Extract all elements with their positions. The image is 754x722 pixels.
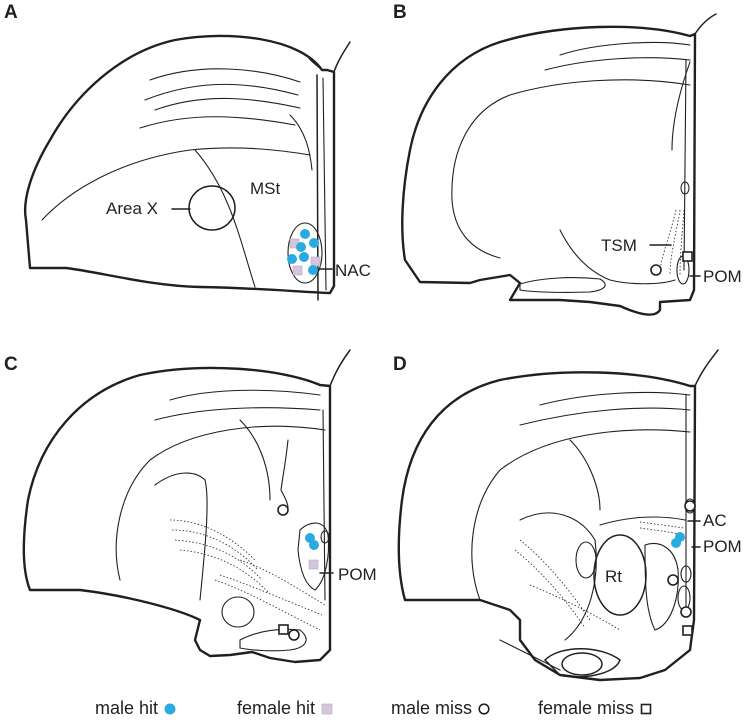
panel-letter-a: A bbox=[4, 2, 18, 23]
label-nac: NAC bbox=[335, 261, 371, 280]
male-hit-marker bbox=[296, 242, 306, 252]
male-miss-marker bbox=[667, 574, 679, 586]
legend-label-male-hit: male hit bbox=[95, 698, 159, 718]
female-hit-marker bbox=[310, 256, 321, 267]
panel-d: D AC POM Rt bbox=[393, 349, 742, 682]
area-x-region bbox=[188, 185, 236, 231]
male-hit-marker bbox=[300, 229, 310, 239]
panel-letter-c: C bbox=[4, 354, 18, 375]
legend-label-male-miss: male miss bbox=[391, 698, 473, 718]
legend-male-hit: male hit bbox=[95, 698, 176, 719]
panel-letter-b: B bbox=[393, 2, 407, 23]
legend-female-hit: female hit bbox=[237, 698, 333, 719]
brain-outline-d bbox=[397, 371, 697, 682]
label-pom: POM bbox=[703, 537, 742, 556]
panel-a: A Area X MSt NAC bbox=[4, 2, 371, 301]
legend-label-female-miss: female miss bbox=[538, 698, 635, 718]
male-hit-marker bbox=[309, 238, 319, 248]
legend-female-miss: female miss bbox=[538, 698, 652, 719]
label-pom: POM bbox=[338, 565, 377, 584]
female-hit-marker bbox=[308, 559, 319, 570]
male-hit-marker bbox=[671, 538, 681, 548]
panel-b: B TSM POM bbox=[393, 2, 742, 316]
female-hit-icon bbox=[321, 703, 333, 715]
legend: male hit female hit male miss female mis… bbox=[0, 698, 754, 722]
rt-region bbox=[593, 534, 647, 616]
brain-outline-c bbox=[22, 366, 332, 664]
male-miss-marker bbox=[650, 264, 662, 276]
male-miss-marker bbox=[277, 504, 289, 516]
panel-c: C POM bbox=[4, 349, 377, 664]
label-pom: POM bbox=[703, 267, 742, 286]
brain-outline-a bbox=[24, 34, 336, 295]
legend-male-miss: male miss bbox=[391, 698, 490, 719]
female-miss-marker bbox=[278, 624, 289, 635]
male-hit-marker bbox=[299, 252, 309, 262]
male-hit-marker bbox=[309, 540, 319, 550]
male-miss-marker bbox=[684, 500, 696, 512]
legend-label-female-hit: female hit bbox=[237, 698, 316, 718]
female-hit-marker bbox=[292, 265, 303, 276]
brain-sections-figure: A Area X MSt NAC B bbox=[4, 2, 742, 682]
brain-outline-b bbox=[401, 25, 697, 316]
nac-region bbox=[287, 222, 323, 284]
male-hit-marker bbox=[287, 254, 297, 264]
male-hit-icon bbox=[164, 703, 176, 715]
female-miss-marker bbox=[682, 625, 693, 636]
male-miss-marker bbox=[680, 606, 692, 618]
panel-letter-d: D bbox=[393, 354, 407, 375]
label-rt: Rt bbox=[605, 567, 622, 586]
label-tsm: TSM bbox=[601, 236, 637, 255]
male-miss-icon bbox=[478, 703, 490, 715]
female-miss-marker bbox=[682, 251, 693, 262]
label-area-x: Area X bbox=[106, 199, 158, 218]
male-hit-marker bbox=[308, 265, 318, 275]
label-ac: AC bbox=[703, 511, 727, 530]
label-mst: MSt bbox=[250, 179, 281, 198]
male-miss-marker bbox=[288, 629, 300, 641]
female-miss-icon bbox=[640, 703, 652, 715]
